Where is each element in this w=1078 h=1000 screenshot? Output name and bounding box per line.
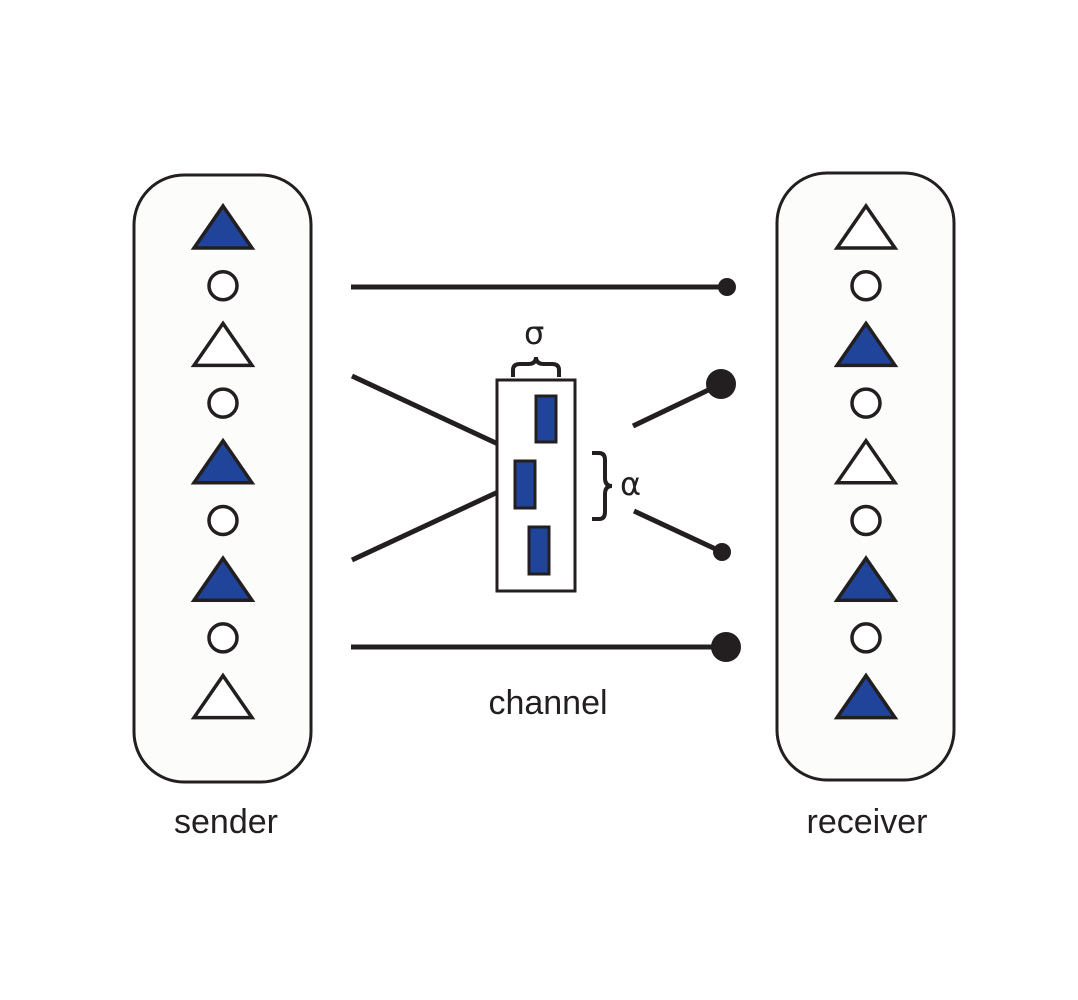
endpoint-dot-upper: [706, 369, 736, 399]
endpoint-dot-bottom: [711, 632, 741, 662]
circle-symbol: [207, 622, 239, 654]
channel-slot-2: [513, 459, 537, 510]
channel-slot-1: [534, 394, 558, 444]
alpha-brace: [592, 451, 613, 521]
circle-symbol: [850, 622, 882, 654]
circle-symbol: [207, 269, 239, 302]
channel-line-in-upper: [350, 373, 500, 447]
open-triangle-symbol: [833, 202, 899, 250]
circle-symbol: [850, 387, 882, 419]
circle-symbol: [207, 387, 239, 419]
filled-triangle-symbol: [190, 555, 256, 602]
circle-symbol: [850, 504, 882, 537]
circle-symbol: [207, 504, 239, 537]
open-triangle-symbol: [833, 437, 899, 485]
filled-triangle-symbol: [190, 202, 256, 250]
endpoint-dot-top: [718, 278, 736, 296]
filled-triangle-symbol: [833, 320, 899, 368]
endpoint-dot-lower: [713, 543, 731, 561]
channel-line-in-lower: [350, 489, 500, 563]
open-triangle-symbol: [190, 672, 256, 720]
sigma-label: σ: [524, 314, 544, 352]
circle-symbol: [850, 269, 882, 302]
channel-line-out-upper: [631, 381, 723, 429]
sender-symbols: [190, 202, 256, 720]
receiver-label: receiver: [807, 803, 928, 841]
filled-triangle-symbol: [190, 437, 256, 485]
sigma-brace: [511, 356, 561, 377]
alpha-label: α: [620, 465, 641, 503]
channel-line-out-lower: [632, 508, 724, 555]
channel-label: channel: [488, 684, 607, 722]
sender-label: sender: [174, 803, 278, 841]
open-triangle-symbol: [190, 320, 256, 368]
filled-triangle-symbol: [833, 672, 899, 720]
channel-slot-3: [527, 525, 551, 576]
filled-triangle-symbol: [833, 555, 899, 602]
receiver-symbols: [833, 202, 899, 720]
